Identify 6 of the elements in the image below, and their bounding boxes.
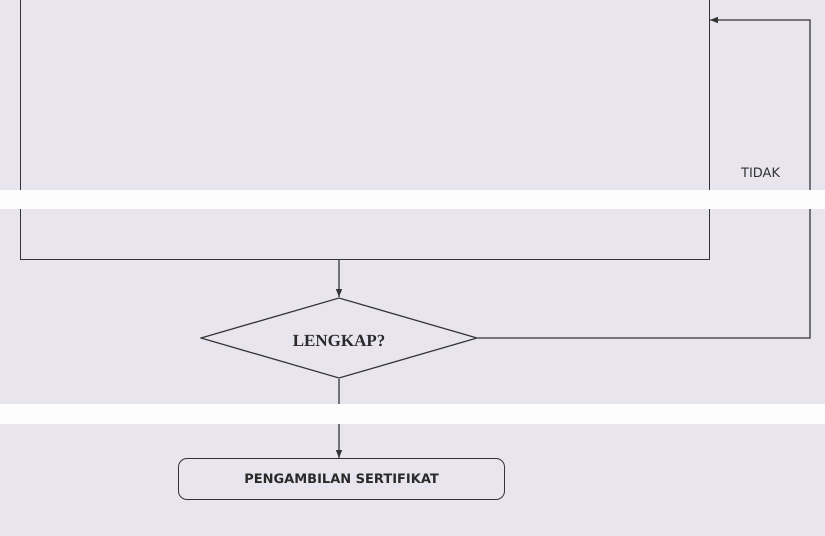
terminal-box bbox=[178, 458, 505, 500]
arrow bbox=[336, 260, 342, 297]
arrow bbox=[478, 16, 811, 339]
step-label: PENGAMBILAN SERTIFIKAT bbox=[244, 472, 439, 486]
decision-diamond bbox=[200, 297, 478, 379]
decision-label: LENGKAP? bbox=[292, 331, 386, 351]
